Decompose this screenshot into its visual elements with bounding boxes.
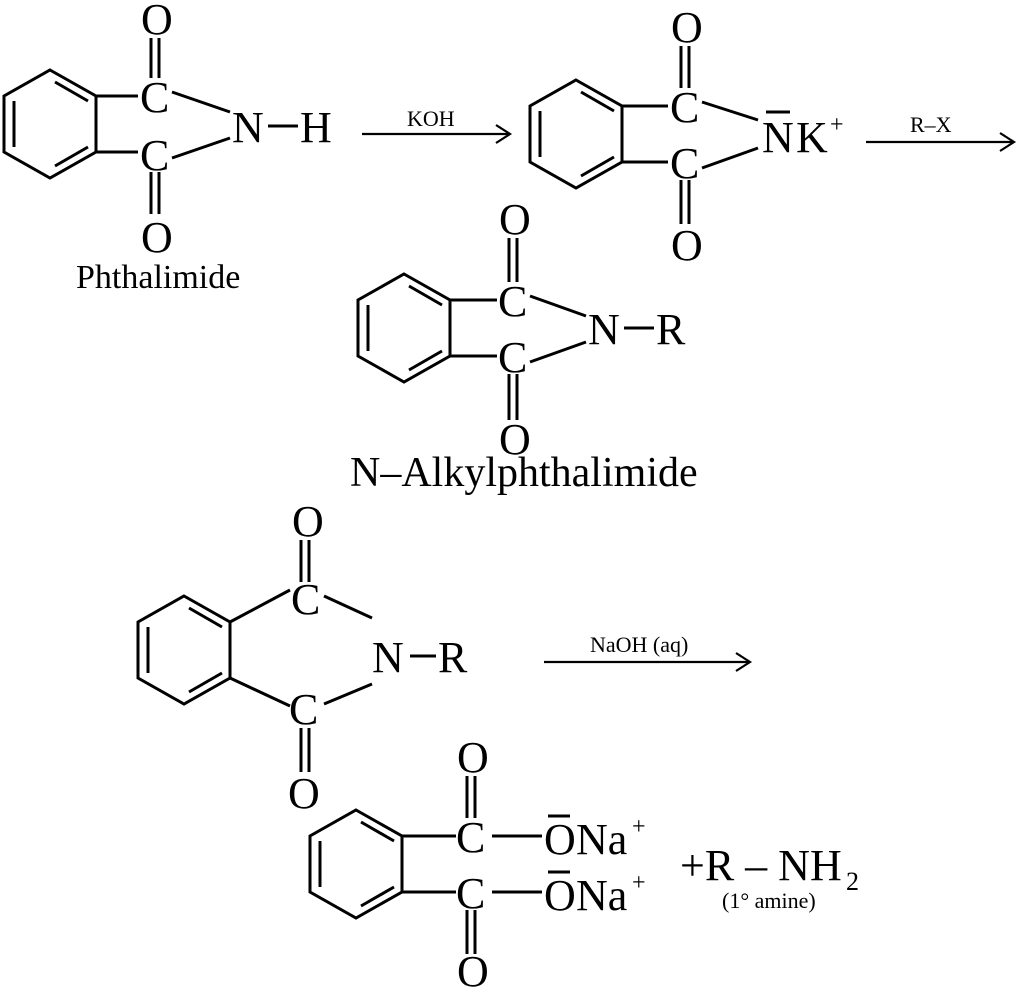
oxygen-atom: O [141, 213, 173, 262]
nitrogen-atom: N [232, 103, 264, 152]
potassium-phthalimide-structure: O C C O N K + [528, 3, 844, 270]
sodium-cation: Na [576, 871, 627, 920]
reagent-rx: R–X [910, 112, 952, 137]
oxygen-atom: O [288, 769, 320, 818]
primary-amine-note: (1° amine) [722, 888, 816, 913]
oxygen-atom: O [457, 947, 489, 991]
oxygen-atom: O [671, 221, 703, 270]
carbon-atom: C [456, 813, 485, 862]
n-alkylphthalimide-structure: O C C O N R N–Alkylphthalimide [350, 195, 698, 496]
plus-charge: + [632, 870, 646, 896]
amine-subscript: 2 [846, 867, 859, 896]
oxygen-atom: O [499, 415, 531, 464]
carbon-atom: C [140, 131, 169, 180]
carbon-atom: C [140, 73, 169, 122]
reaction-arrow-naoh: NaOH (aq) [544, 632, 753, 672]
n-alkylphthalimide-label: N–Alkylphthalimide [350, 450, 698, 496]
phthalimide-structure: O C C O N H Phthalimide [2, 0, 332, 296]
primary-amine-product: +R – NH 2 (1° amine) [680, 841, 859, 913]
carbon-atom: C [289, 685, 318, 734]
oxygen-atom: O [671, 3, 703, 52]
carbon-atom: C [670, 83, 699, 132]
oxygen-atom: O [141, 0, 173, 44]
sodium-phthalate-structure: O C C O O Na + O Na + [308, 733, 646, 991]
alkyl-group: R [656, 305, 686, 354]
oxide-anion: O [544, 871, 576, 920]
oxygen-atom: O [499, 195, 531, 244]
amine-formula: +R – NH [680, 841, 842, 890]
reagent-naoh: NaOH (aq) [590, 632, 688, 657]
oxygen-atom: O [292, 497, 324, 546]
nitrogen-atom: N [588, 305, 620, 354]
alkyl-group: R [438, 633, 468, 682]
carbon-atom: C [498, 277, 527, 326]
potassium-cation: K [796, 113, 828, 162]
sodium-cation: Na [576, 815, 627, 864]
oxygen-atom: O [457, 733, 489, 782]
amine-prefix: +R – NH [680, 841, 842, 890]
carbon-atom: C [498, 333, 527, 382]
nitrogen-anion: N [762, 113, 794, 162]
nitrogen-atom: N [372, 633, 404, 682]
reagent-koh: KOH [407, 106, 455, 131]
n-alkylphthalimide-reactant: O C C O N R [136, 497, 468, 818]
plus-charge: + [830, 112, 844, 138]
oxide-anion: O [544, 815, 576, 864]
carbon-atom: C [456, 869, 485, 918]
carbon-atom: C [670, 139, 699, 188]
reaction-arrow-rx: R–X [866, 112, 1017, 152]
plus-charge: + [632, 814, 646, 840]
hydrogen-atom: H [300, 103, 332, 152]
carbon-atom: C [291, 575, 320, 624]
reaction-arrow-koh: KOH [362, 106, 513, 144]
phthalimide-label: Phthalimide [76, 259, 240, 296]
